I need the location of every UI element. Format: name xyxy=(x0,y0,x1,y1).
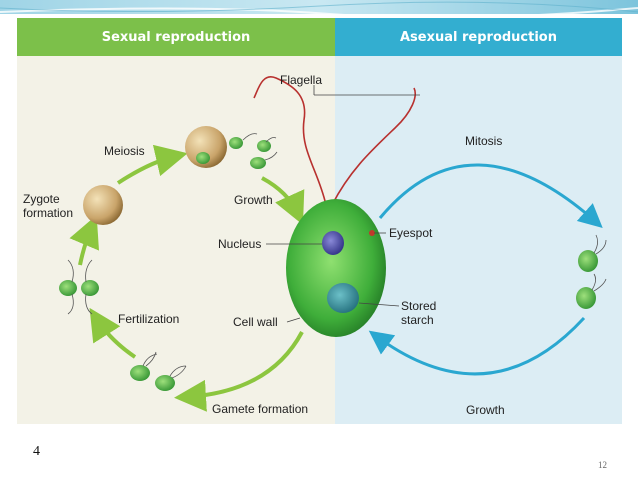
label-flagella: Flagella xyxy=(280,73,323,87)
main-cell xyxy=(286,199,386,337)
arrow-fertilization-to-zygote xyxy=(69,214,99,266)
sexual-reproduction-header: Sexual reproduction xyxy=(17,18,335,56)
fertilization-cell-2 xyxy=(81,280,99,296)
arrow-mitosis xyxy=(378,163,603,228)
daughter-flagella xyxy=(591,234,607,292)
label-fertilization: Fertilization xyxy=(118,312,180,326)
arrow-growth-return xyxy=(368,316,586,376)
arrow-zygote-to-meiosis xyxy=(116,144,188,185)
daughter-cell-2 xyxy=(576,287,596,309)
label-meiosis: Meiosis xyxy=(104,144,145,158)
meiosis-spore-4 xyxy=(257,140,271,152)
stored-starch xyxy=(327,283,359,313)
asexual-panel xyxy=(335,56,622,424)
zygote xyxy=(83,185,123,225)
meiosis-spore-3 xyxy=(250,157,266,169)
gamete-1 xyxy=(130,365,150,381)
meiosis-spore-1 xyxy=(196,152,210,164)
arrow-gametes-to-fertilization xyxy=(89,307,137,359)
label-stored-starch: Stored starch xyxy=(401,299,437,327)
label-growth-right: Growth xyxy=(466,403,505,417)
meiosis-spore-2 xyxy=(229,137,243,149)
eyespot xyxy=(369,230,375,236)
arrow-growth xyxy=(261,176,305,225)
top-decoration xyxy=(0,0,638,19)
leader-stored-starch xyxy=(358,302,400,307)
asexual-reproduction-header: Asexual reproduction xyxy=(335,18,622,56)
fertilization-cell-1 xyxy=(59,280,77,296)
spore-flagella xyxy=(242,133,278,161)
page-number: 12 xyxy=(598,460,607,470)
flagellum-left xyxy=(253,76,327,206)
meiosis-cell xyxy=(185,126,227,168)
slide-number: 4 xyxy=(33,444,40,459)
label-cell-wall: Cell wall xyxy=(233,315,278,329)
leader-cell-wall xyxy=(286,317,301,323)
label-eyespot: Eyespot xyxy=(389,226,433,240)
nucleus xyxy=(322,231,344,255)
daughter-cell-1 xyxy=(578,250,598,272)
label-growth-left: Growth xyxy=(234,193,273,207)
fertilization-flagella xyxy=(67,259,93,315)
arrow-gamete-formation xyxy=(174,331,304,412)
label-gamete-formation: Gamete formation xyxy=(212,402,309,416)
flagellum-right xyxy=(331,87,416,206)
label-zygote-formation: Zygote formation xyxy=(23,192,74,220)
gamete-flagella xyxy=(142,351,187,379)
label-mitosis: Mitosis xyxy=(465,134,503,148)
leader-flagella xyxy=(313,85,420,96)
gamete-2 xyxy=(155,375,175,391)
label-nucleus: Nucleus xyxy=(218,237,262,251)
